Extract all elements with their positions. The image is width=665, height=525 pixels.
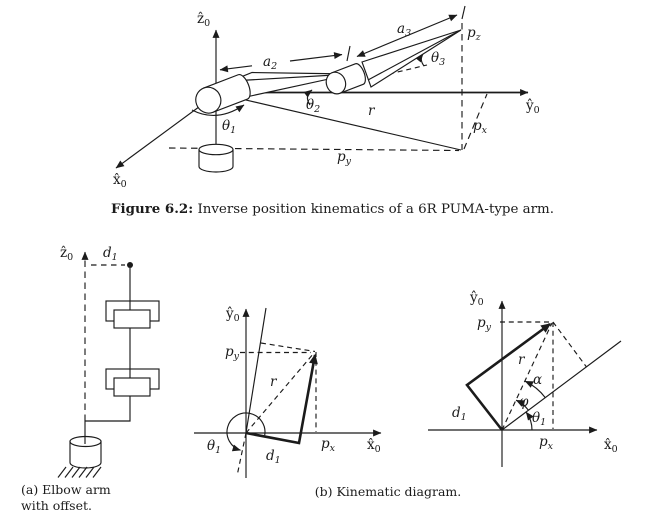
kinematic-diagram-right: ŷ0 x̂0 py r α φ θ1 d1 px: [428, 290, 622, 467]
puma-arm-3d-diagram: ẑ0 ŷ0 x̂0 θ1 θ2 θ3 a2 a3 r py px pz: [113, 5, 540, 190]
kinematic-diagram-left: ŷ0 x̂0 py r θ1 d1 px: [194, 306, 382, 478]
label-y0: ŷ0: [525, 98, 540, 116]
figure-caption: Figure 6.2: Inverse position kinematics …: [0, 201, 665, 217]
arm-links-bold: [465, 322, 552, 431]
base-cylinder: [198, 143, 234, 173]
label-theta3: θ3: [431, 50, 445, 68]
link3-crease: [367, 30, 459, 81]
theta1-arc: [525, 411, 534, 431]
label-theta1-right: θ1: [532, 410, 546, 428]
label-theta2: θ2: [306, 97, 320, 115]
theta1-arc: [191, 104, 245, 116]
tip-foot-dashed: [552, 321, 587, 368]
offset-dot: [127, 262, 133, 268]
figure-caption-label: Figure 6.2:: [111, 201, 194, 217]
label-py-top: py: [337, 149, 352, 167]
elbow-arm-offset-diagram: ẑ0 d1: [57, 245, 160, 478]
joint-housing-inner-1: [113, 309, 151, 329]
label-px-top: px: [473, 118, 488, 136]
a2-dimension-left: [219, 65, 253, 73]
label-x0: x̂0: [113, 172, 127, 190]
arm-links-bold: [245, 353, 318, 445]
label-d1-left: d1: [266, 448, 281, 466]
label-r-left: r: [270, 374, 278, 390]
elbow-cylinder: [325, 63, 366, 95]
link-direction-line: [245, 307, 267, 434]
label-phi: φ: [519, 394, 529, 410]
label-pz-top: pz: [467, 25, 482, 43]
label-py-left: py: [225, 344, 240, 362]
r-line: [232, 96, 462, 151]
elbow-tick: [346, 45, 351, 62]
label-a2: a2: [263, 54, 277, 72]
label-py-right: py: [477, 315, 492, 333]
r-dashed: [501, 322, 553, 431]
label-px-right: px: [539, 434, 554, 452]
subcaption-b: (b) Kinematic diagram.: [314, 484, 462, 499]
label-d1-a: d1: [103, 245, 118, 263]
label-r-right: r: [518, 352, 526, 368]
link3-plate: [361, 29, 462, 88]
label-r-top: r: [368, 103, 376, 119]
label-alpha: α: [533, 372, 542, 388]
label-z0: ẑ0: [197, 11, 210, 29]
theta2-arrow: [303, 89, 313, 106]
label-a3: a3: [397, 21, 411, 39]
wrist-tick: [461, 5, 466, 20]
label-y0-right: ŷ0: [469, 290, 484, 308]
joint-housing-inner-2: [113, 377, 151, 397]
label-y0-left: ŷ0: [225, 306, 240, 324]
x0-axis: [115, 100, 208, 169]
a3-dimension: [356, 14, 458, 58]
offset-perp-dashed: [260, 342, 316, 353]
theta1-direction-line: [501, 340, 622, 431]
shoulder-cylinder: [195, 74, 251, 114]
label-x0-right: x̂0: [604, 437, 618, 455]
label-theta1: θ1: [222, 118, 236, 136]
alpha-arc: [524, 380, 546, 399]
link-centerline: [85, 268, 131, 422]
a2-dimension-right: [289, 52, 343, 62]
theta1-arc: [226, 412, 266, 452]
slant-extension-dashed: [236, 432, 247, 477]
label-theta1-left: θ1: [207, 438, 221, 456]
phi-arc: [515, 399, 529, 411]
theta3-arrow: [415, 53, 425, 67]
figure-caption-text: Inverse position kinematics of a 6R PUMA…: [197, 202, 554, 217]
px-projection-dashed: [463, 93, 488, 150]
label-z0-a: ẑ0: [60, 245, 73, 263]
subcaption-a: (a) Elbow arm with offset.: [21, 482, 111, 513]
label-d1-right: d1: [452, 405, 467, 423]
label-x0-left: x̂0: [367, 437, 381, 455]
label-px-left: px: [321, 436, 336, 454]
ground-hatching: [57, 466, 102, 478]
